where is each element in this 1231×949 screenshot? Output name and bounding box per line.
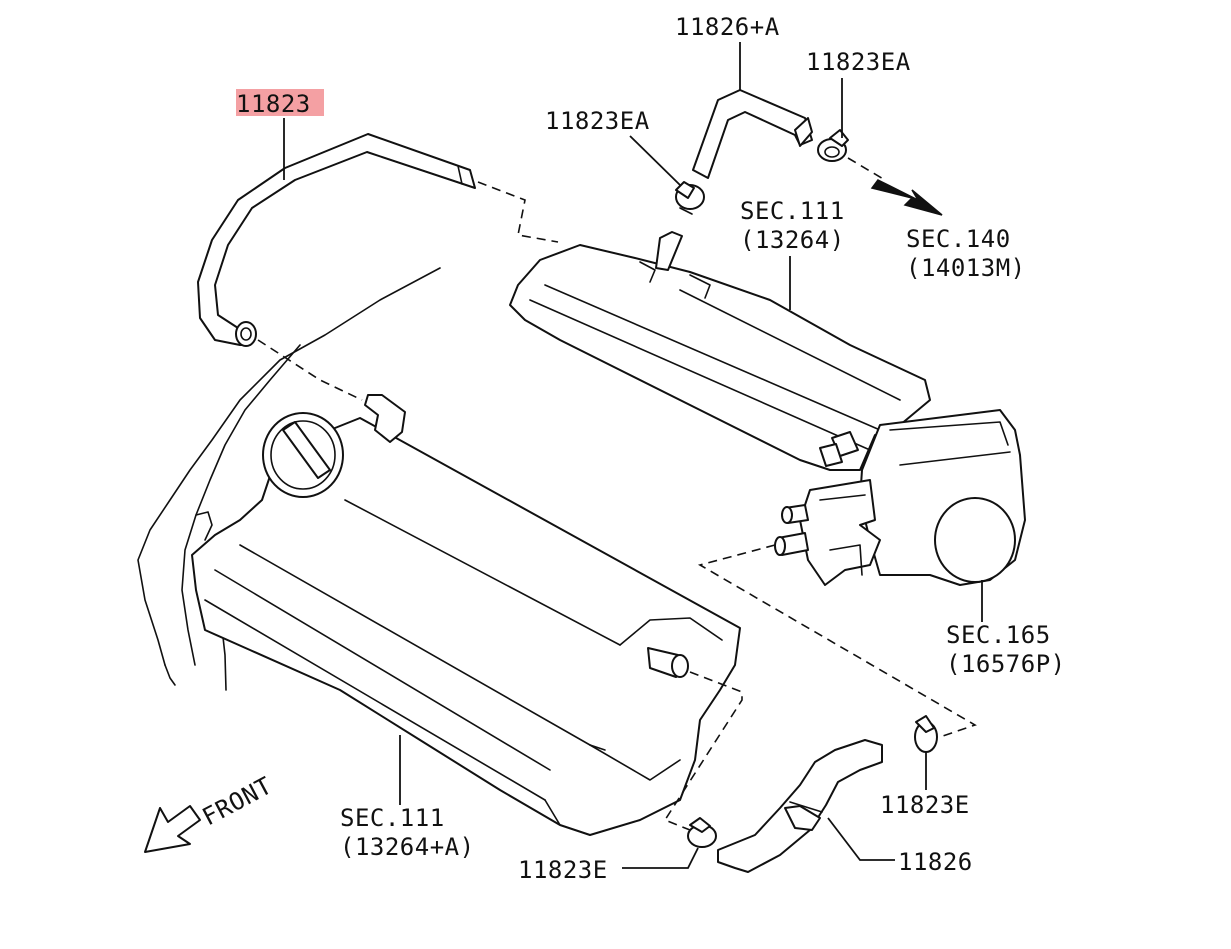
label-sec111-top[interactable]: SEC.111 <box>740 197 845 225</box>
label-16576p: (16576P) <box>946 650 1066 678</box>
throttle-chamber <box>774 409 1026 586</box>
label-11823ea-top-right[interactable]: 11823EA <box>806 48 911 76</box>
hose-11826-a[interactable] <box>692 89 813 179</box>
leader-lines <box>283 42 983 869</box>
label-sec111-lower[interactable]: SEC.111 <box>340 804 445 832</box>
rocker-cover-upper <box>509 231 931 471</box>
rocker-cover-lower <box>191 394 741 836</box>
hose-11826[interactable] <box>717 739 883 873</box>
label-11823e-lower-left[interactable]: 11823E <box>518 856 608 884</box>
label-front: FRONT <box>198 771 277 831</box>
highlight-11823 <box>236 89 324 116</box>
clamp-11823ea-top-right[interactable] <box>817 129 849 162</box>
clamp-11823e-lower-right[interactable] <box>914 715 938 753</box>
front-arrow-icon <box>144 805 201 853</box>
label-11823[interactable]: 11823 <box>236 90 311 118</box>
label-11823ea-top-mid[interactable]: 11823EA <box>545 107 650 135</box>
label-11826-a[interactable]: 11826+A <box>675 13 780 41</box>
label-14013m: (14013M) <box>906 254 1026 282</box>
clamp-11823ea-top-mid[interactable] <box>675 181 705 215</box>
label-11826[interactable]: 11826 <box>898 848 973 876</box>
hose-11823[interactable] <box>197 133 476 347</box>
label-11823e-lower-right[interactable]: 11823E <box>880 791 970 819</box>
sec140-arrow <box>870 179 943 216</box>
clamp-11823e-lower-left[interactable] <box>687 817 717 848</box>
connection-lines <box>257 157 977 831</box>
label-13264-a: (13264+A) <box>340 833 475 861</box>
label-sec165[interactable]: SEC.165 <box>946 621 1051 649</box>
label-13264: (13264) <box>740 226 845 254</box>
label-sec140[interactable]: SEC.140 <box>906 225 1011 253</box>
